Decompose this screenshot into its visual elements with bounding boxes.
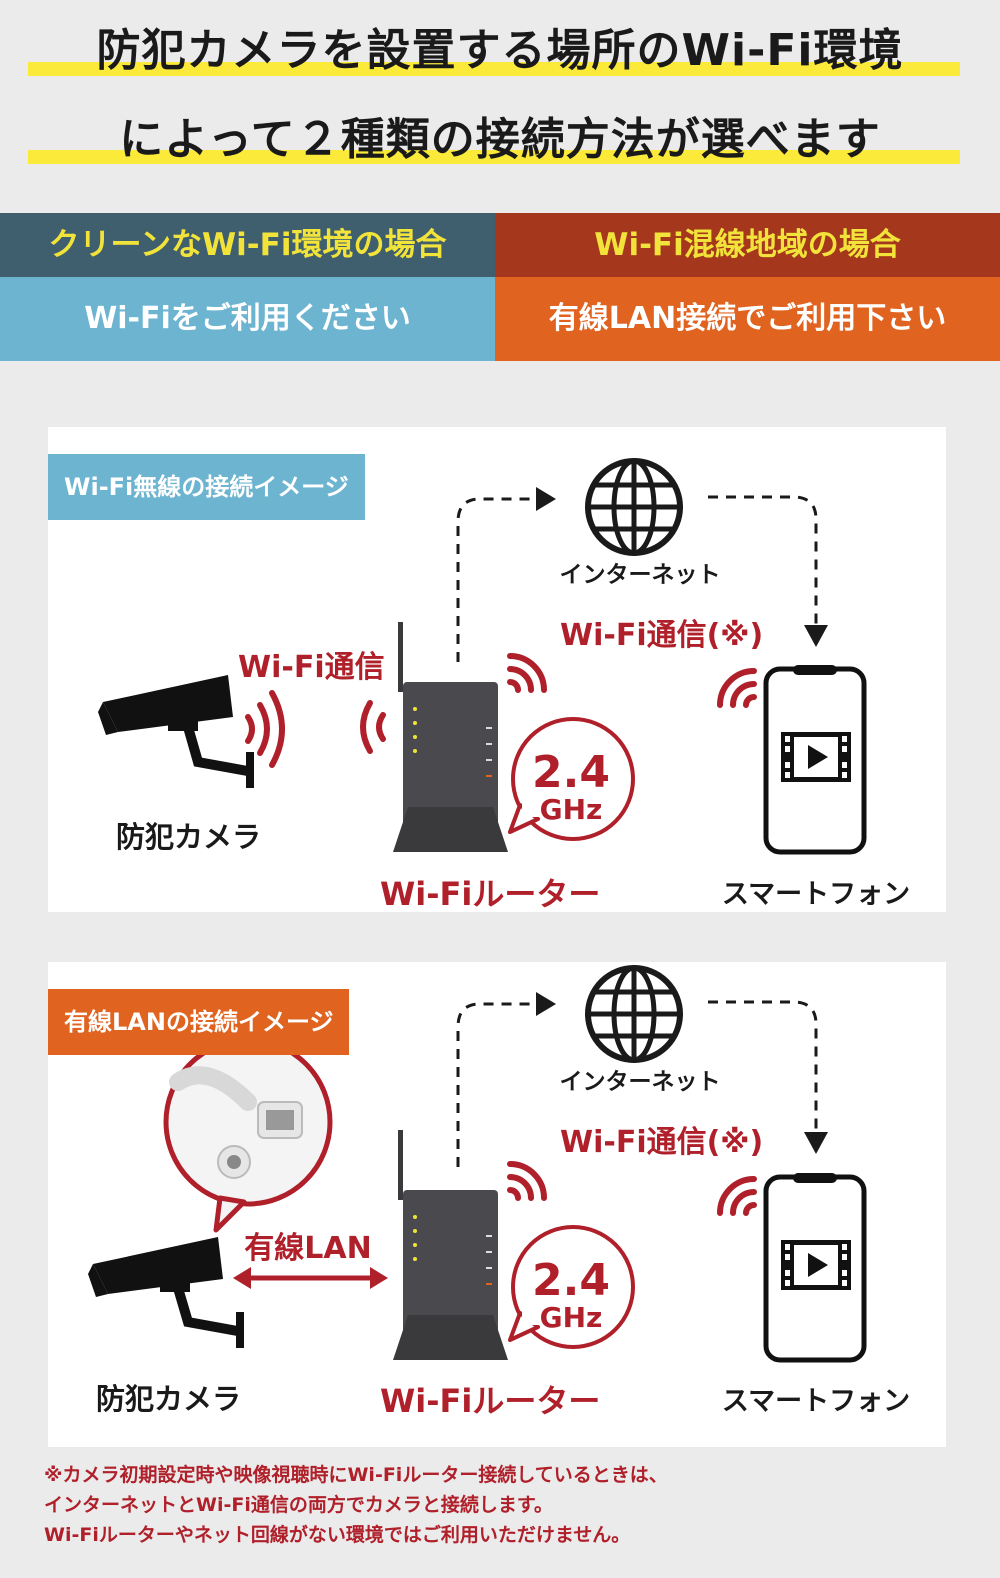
crowded-env-instruction: 有線LAN接続でご利用下さい [495, 277, 1000, 361]
dashed-flow-up [456, 497, 538, 662]
phone-waves-icon [717, 1176, 757, 1216]
footnote: ※カメラ初期設定時や映像視聴時にWi-Fiルーター接続しているときは、 インター… [44, 1460, 964, 1550]
phone-waves-icon [717, 668, 757, 708]
internet-label: インターネット [560, 562, 721, 588]
arrow-right-icon [536, 992, 556, 1016]
clean-env-instruction: Wi-Fiをご利用ください [0, 277, 495, 361]
internet-label: インターネット [560, 1069, 721, 1095]
headline-highlight [28, 62, 960, 76]
smartphone-icon [763, 665, 867, 855]
router-label: Wi-Fiルーター [380, 1382, 600, 1420]
arrow-down-icon [804, 1132, 828, 1154]
lan-cable-zoom-icon [163, 1037, 333, 1233]
camera-wifi-waves-icon [245, 690, 285, 768]
wired-lan-connection-panel: インターネット Wi-Fi通信(※) 防犯カメラ 有線LAN [48, 962, 946, 1447]
frequency-unit: GHz [540, 793, 603, 826]
wifi-panel-tag: Wi-Fi無線の接続イメージ [48, 454, 365, 520]
clean-env-title: クリーンなWi-Fi環境の場合 [0, 213, 495, 277]
smartphone-label: スマートフォン [722, 1386, 910, 1417]
arrow-down-icon [804, 625, 828, 647]
wired-lan-panel-tag: 有線LANの接続イメージ [48, 989, 350, 1055]
wifi-router-icon [393, 1130, 508, 1360]
dashed-flow-up [456, 1002, 538, 1167]
headline-line2: によって２種類の接続方法が選べます [119, 114, 881, 165]
globe-icon [585, 965, 683, 1063]
security-camera-icon [88, 1237, 244, 1348]
frequency-badge: 2.4 GHz [508, 1225, 635, 1349]
router-right-waves-icon [507, 653, 547, 693]
frequency-badge: 2.4 GHz [508, 717, 635, 841]
frequency-unit: GHz [540, 1301, 603, 1334]
router-right-waves-icon [507, 1161, 547, 1201]
wifi-comm-note-label: Wi-Fi通信(※) [560, 1125, 763, 1160]
wifi-connection-panel: インターネット Wi-Fi通信(※) 防犯カメラ Wi-Fi通信 [48, 427, 946, 912]
router-left-waves-icon [360, 700, 386, 754]
camera-label: 防犯カメラ [96, 1382, 241, 1416]
wifi-comm-note-label: Wi-Fi通信(※) [560, 618, 763, 653]
router-label: Wi-Fiルーター [380, 875, 600, 912]
wifi-diagram: インターネット Wi-Fi通信(※) 防犯カメラ Wi-Fi通信 [98, 458, 910, 912]
smartphone-label: スマートフォン [722, 879, 910, 910]
headline-highlight [28, 150, 960, 164]
camera-label: 防犯カメラ [116, 820, 261, 854]
dashed-flow-down [708, 495, 818, 627]
wired-lan-arrow-icon [233, 1267, 388, 1289]
wifi-comm-label: Wi-Fi通信 [238, 650, 385, 685]
frequency-value: 2.4 [532, 1255, 610, 1306]
footnote-line1: ※カメラ初期設定時や映像視聴時にWi-Fiルーター接続しているときは、 [44, 1464, 668, 1486]
wired-lan-label: 有線LAN [244, 1231, 371, 1266]
dashed-flow-down [708, 1000, 818, 1134]
footnote-line2: インターネットとWi-Fi通信の両方でカメラと接続します。 [44, 1494, 553, 1516]
arrow-right-icon [536, 487, 556, 511]
wired-lan-diagram: インターネット Wi-Fi通信(※) 防犯カメラ 有線LAN [88, 965, 910, 1420]
security-camera-icon [98, 675, 254, 788]
footnote-line3: Wi-Fiルーターやネット回線がない環境ではご利用いただけません。 [44, 1524, 631, 1546]
crowded-env-title: Wi-Fi混線地域の場合 [495, 213, 1000, 277]
smartphone-icon [763, 1173, 867, 1363]
headline-line1: 防犯カメラを設置する場所のWi-Fi環境 [96, 25, 904, 76]
globe-icon [585, 458, 683, 556]
wifi-router-icon [393, 622, 508, 852]
frequency-value: 2.4 [532, 747, 610, 798]
